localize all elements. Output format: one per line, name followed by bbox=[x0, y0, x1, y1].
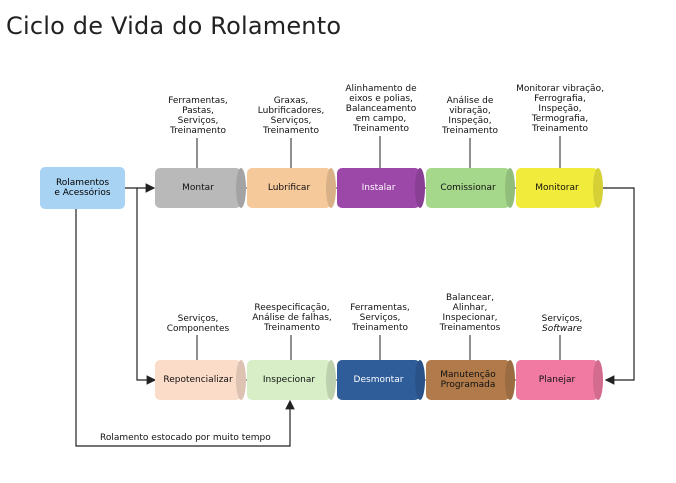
stage-lubrificar-label: Lubrificar bbox=[267, 183, 311, 193]
stage-monitorar-label: Monitorar bbox=[535, 183, 579, 193]
stage-planejar-label: Planejar bbox=[538, 375, 576, 385]
note-monitorar: Monitorar vibração, Ferrografia, Inspeçã… bbox=[516, 84, 604, 134]
stage-lubrificar: Lubrificar bbox=[247, 168, 331, 208]
arrow-to-repotencializar bbox=[136, 188, 157, 385]
stage-manutencao-programada: Manutenção Programada bbox=[426, 360, 510, 400]
page-title: Ciclo de Vida do Rolamento bbox=[6, 12, 342, 40]
stage-desmontar: Desmontar bbox=[337, 360, 420, 400]
stage-montar: Montar bbox=[155, 168, 241, 208]
stage-comissionar-label: Comissionar bbox=[440, 183, 496, 193]
note-inspecionar: Reespecificação, Análise de falhas, Trei… bbox=[252, 303, 332, 333]
stage-comissionar: Comissionar bbox=[426, 168, 510, 208]
storage-path-label: Rolamento estocado por muito tempo bbox=[100, 433, 271, 443]
arrow-storage-to-inspecionar bbox=[75, 209, 295, 447]
stage-manutencao-label: Manutenção Programada bbox=[440, 370, 496, 390]
stage-desmontar-label: Desmontar bbox=[353, 375, 404, 385]
stage-instalar: Instalar bbox=[337, 168, 420, 208]
stage-instalar-label: Instalar bbox=[361, 183, 396, 193]
note-planejar: Serviços, Software bbox=[520, 314, 604, 334]
note-manutencao: Balancear, Alinhar, Inspecionar, Treinam… bbox=[439, 293, 501, 333]
note-planejar-main: Serviços, bbox=[541, 314, 583, 324]
stage-inspecionar-label: Inspecionar bbox=[262, 375, 316, 385]
stage-planejar: Planejar bbox=[516, 360, 598, 400]
start-box-rolamentos: Rolamentos e Acessórios bbox=[40, 167, 125, 209]
stage-montar-label: Montar bbox=[182, 183, 214, 193]
stage-repotencializar-label: Repotencializar bbox=[163, 375, 233, 385]
stage-monitorar: Monitorar bbox=[516, 168, 598, 208]
note-montar: Ferramentas, Pastas, Serviços, Treinamen… bbox=[168, 96, 228, 136]
stage-inspecionar: Inspecionar bbox=[247, 360, 331, 400]
stage-repotencializar: Repotencializar bbox=[155, 360, 241, 400]
note-lubrificar: Graxas, Lubrificadores, Serviços, Treina… bbox=[257, 96, 325, 136]
note-comissionar: Análise de vibração, Inspeção, Treinamen… bbox=[442, 96, 498, 136]
note-desmontar: Ferramentas, Serviços, Treinamento bbox=[350, 303, 410, 333]
arrow-monitorar-to-planejar bbox=[601, 187, 635, 385]
start-box-label: Rolamentos e Acessórios bbox=[54, 178, 111, 198]
note-planejar-italic: Software bbox=[541, 324, 583, 334]
note-repotencializar: Serviços, Componentes bbox=[166, 314, 230, 334]
note-instalar: Alinhamento de eixos e polias, Balanceam… bbox=[345, 84, 417, 134]
